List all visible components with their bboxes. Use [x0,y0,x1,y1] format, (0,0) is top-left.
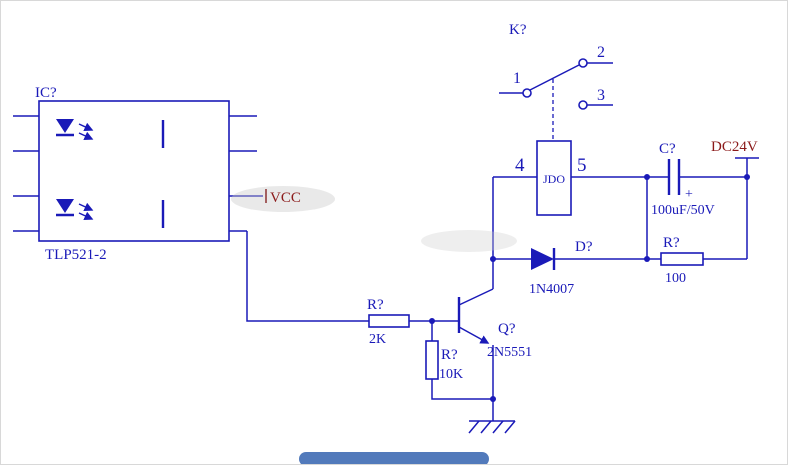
light-arrows-icon [78,122,94,220]
led-icon [56,199,74,213]
resistor-100-value-label: 100 [665,271,686,286]
resistor-10k-value-label: 10K [439,367,463,382]
resistor-10k-ref-label: R? [441,347,458,363]
resistor-2k-ref-label: R? [367,297,384,313]
capacitor-value-label: 100uF/50V [651,203,715,218]
relay-coil-symbol [536,140,572,216]
capacitor-symbol [667,159,681,195]
led-icon [56,119,74,133]
ground-icon [468,420,516,434]
relay-contact-3-label: 3 [597,87,605,104]
watermark-smudge [421,230,517,252]
resistor-100-symbol [660,252,704,266]
diode-ref-label: D? [575,239,593,255]
resistor-100-ref-label: R? [663,235,680,251]
resistor-10k-symbol [425,340,439,380]
vcc-power-label: VCC [270,190,301,206]
watermark-smudge [231,186,335,212]
resistor-2k-symbol [368,314,410,328]
optocoupler-part-label: TLP521-2 [45,247,107,263]
optocoupler-symbol [38,100,230,242]
capacitor-ref-label: C? [659,141,676,157]
watermark-bar [299,452,489,464]
diode-part-label: 1N4007 [529,282,574,297]
relay-ref-label: K? [509,22,527,38]
relay-contacts-symbol [522,58,588,141]
relay-pin-4-label: 4 [515,155,525,176]
relay-contact-2-label: 2 [597,44,605,61]
relay-contact-1-label: 1 [513,70,521,87]
transistor-part-label: 2N5551 [487,345,532,360]
transistor-ref-label: Q? [498,321,516,337]
diode-symbol [531,248,556,270]
relay-coil-label: JDO [543,172,565,186]
relay-pin-5-label: 5 [577,155,587,176]
optocoupler-ref-label: IC? [35,85,57,101]
resistor-2k-value-label: 2K [369,332,386,347]
dc24v-power-label: DC24V [711,139,758,155]
capacitor-plus-label: + [685,187,693,202]
junction-dots [429,174,750,402]
